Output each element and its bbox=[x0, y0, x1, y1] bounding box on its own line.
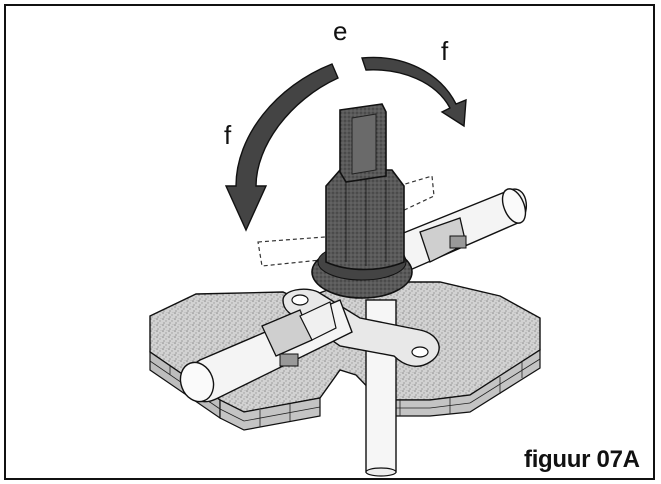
valve-knob bbox=[325, 169, 405, 271]
label-direction-right: f bbox=[441, 36, 449, 66]
rotation-arrow-left bbox=[224, 63, 339, 232]
bracket-hole-right bbox=[411, 346, 429, 358]
figure-caption: figuur 07A bbox=[524, 446, 640, 473]
label-direction-left: f bbox=[224, 120, 232, 150]
label-rotation-point: e bbox=[333, 16, 348, 46]
bracket-hole-left bbox=[291, 294, 309, 306]
rotation-arrow-right bbox=[361, 56, 467, 128]
